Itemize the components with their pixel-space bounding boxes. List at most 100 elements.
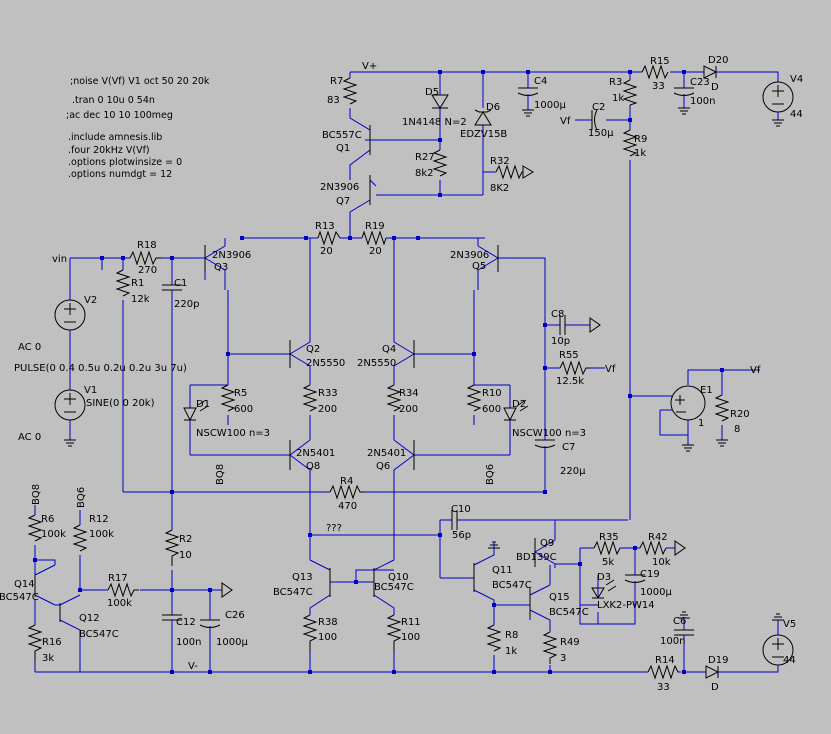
capacitor-c23[interactable] bbox=[673, 87, 695, 115]
label-c19-value: 1000µ bbox=[640, 587, 672, 598]
label-q11-value: BC547C bbox=[492, 580, 532, 591]
diode-d3[interactable] bbox=[591, 575, 617, 599]
label-q5-name: Q5 bbox=[472, 261, 486, 272]
label-r15-value: 33 bbox=[652, 81, 665, 92]
capacitor-c8[interactable] bbox=[559, 315, 601, 335]
resistor-r38[interactable] bbox=[302, 614, 318, 652]
resistor-r34[interactable] bbox=[386, 384, 402, 412]
capacitor-c26[interactable] bbox=[199, 619, 221, 640]
resistor-r7[interactable] bbox=[342, 77, 358, 105]
transistor-q1[interactable] bbox=[365, 125, 375, 155]
label-q3-name: Q3 bbox=[214, 262, 228, 273]
label-q7-name: Q7 bbox=[336, 196, 350, 207]
resistor-r33[interactable] bbox=[302, 384, 318, 412]
resistor-r42[interactable] bbox=[639, 540, 667, 556]
source-v2[interactable] bbox=[54, 299, 86, 331]
label-c4-value: 1000µ bbox=[534, 100, 566, 111]
resistor-r55[interactable] bbox=[559, 360, 590, 376]
source-v4[interactable] bbox=[762, 81, 794, 127]
source-annotations: AC 0 PULSE(0 0.4 0.5u 0.2u 0.2u 3u 7u) S… bbox=[14, 342, 187, 443]
diode-d6[interactable] bbox=[474, 109, 492, 126]
label-r7-value: 83 bbox=[327, 95, 340, 106]
voltage-sources bbox=[54, 81, 794, 666]
capacitor-c7[interactable] bbox=[534, 439, 556, 470]
resistor-r5[interactable] bbox=[220, 384, 236, 412]
resistor-r19[interactable] bbox=[361, 230, 387, 246]
label-q10-name: Q10 bbox=[388, 572, 409, 583]
label-d2-name: D2 bbox=[512, 399, 526, 410]
resistor-r32[interactable] bbox=[495, 164, 523, 180]
resistor-r10[interactable] bbox=[466, 384, 482, 412]
label-r6-name: R6 bbox=[41, 514, 54, 525]
capacitor-c4[interactable] bbox=[517, 87, 539, 117]
capacitor-c6[interactable] bbox=[674, 629, 694, 660]
resistor-r6[interactable] bbox=[27, 514, 43, 542]
resistor-r1[interactable] bbox=[115, 269, 131, 297]
label-r18-name: R18 bbox=[137, 240, 157, 251]
diode-d1[interactable] bbox=[183, 399, 209, 422]
resistor-r15[interactable] bbox=[641, 64, 669, 80]
label-r3-value: 1k bbox=[612, 93, 624, 104]
directive-include: .include amnesis.lib bbox=[68, 132, 162, 143]
label-r49-name: R49 bbox=[560, 637, 580, 648]
diode-d2[interactable] bbox=[503, 399, 529, 422]
capacitor-c1[interactable] bbox=[162, 284, 182, 300]
capacitor-c12[interactable] bbox=[162, 614, 182, 645]
component-labels: R7 83 D5 1N4148 N=2 D6 EDZV15B C4 1000µ … bbox=[0, 55, 803, 693]
source-v1[interactable] bbox=[54, 389, 86, 421]
label-v5-value: 44 bbox=[783, 655, 796, 666]
capacitor-c19[interactable] bbox=[624, 574, 646, 595]
resistor-r16[interactable] bbox=[27, 624, 43, 662]
label-r19-value: 20 bbox=[369, 246, 382, 257]
diode-d20[interactable] bbox=[703, 65, 722, 79]
diode-d19[interactable] bbox=[705, 665, 722, 679]
resistor-r4[interactable] bbox=[329, 484, 366, 500]
label-r32-value: 8K2 bbox=[490, 183, 509, 194]
resistor-r3[interactable] bbox=[622, 79, 638, 106]
directive-noise: ;noise V(Vf) V1 oct 50 20 20k bbox=[70, 76, 210, 87]
resistor-r20[interactable] bbox=[714, 394, 730, 422]
label-q4-value: 2N5550 bbox=[357, 358, 396, 369]
resistor-r11[interactable] bbox=[386, 614, 402, 652]
source-e1[interactable] bbox=[670, 385, 706, 421]
resistor-r27[interactable] bbox=[432, 149, 448, 177]
resistor-r8[interactable] bbox=[486, 624, 502, 652]
label-r20-name: R20 bbox=[730, 409, 750, 420]
source-v5[interactable] bbox=[762, 613, 794, 666]
label-c26-value: 1000µ bbox=[216, 637, 248, 648]
label-c10-name: C10 bbox=[451, 504, 471, 515]
label-d6-value: EDZV15B bbox=[460, 129, 507, 140]
resistor-r9[interactable] bbox=[622, 129, 638, 157]
junction-dots bbox=[33, 70, 724, 674]
label-r2-value: 10 bbox=[179, 550, 192, 561]
label-c2-name: C2 bbox=[592, 102, 605, 113]
capacitor-c10[interactable] bbox=[451, 510, 468, 530]
resistor-r2[interactable] bbox=[164, 529, 180, 566]
resistor-r35[interactable] bbox=[593, 540, 621, 556]
resistor-r49[interactable] bbox=[542, 631, 558, 664]
resistor-r17[interactable] bbox=[107, 582, 139, 598]
label-r35-value: 5k bbox=[602, 557, 614, 568]
label-q8-value: 2N5401 bbox=[296, 448, 335, 459]
label-q5-value: 2N3906 bbox=[450, 250, 489, 261]
label-r11-value: 100 bbox=[401, 632, 420, 643]
label-d5-value: 1N4148 N=2 bbox=[402, 117, 467, 128]
label-r10-value: 600 bbox=[482, 404, 501, 415]
resistor-r18[interactable] bbox=[129, 250, 162, 266]
capacitor-c2[interactable] bbox=[591, 109, 598, 131]
label-q10-value: BC547C bbox=[374, 582, 414, 593]
resistor-r12[interactable] bbox=[72, 524, 88, 552]
label-r33-name: R33 bbox=[318, 388, 338, 399]
resistor-r14[interactable] bbox=[647, 664, 681, 680]
label-r9-name: R9 bbox=[634, 134, 647, 145]
net-vf-e1: Vf bbox=[750, 365, 761, 376]
label-r16-value: 3k bbox=[42, 653, 54, 664]
label-c1-name: C1 bbox=[174, 278, 187, 289]
resistors bbox=[27, 64, 730, 680]
net-vminus: V- bbox=[188, 661, 198, 672]
label-r12-value: 100k bbox=[89, 529, 114, 540]
diode-d5[interactable] bbox=[431, 85, 449, 109]
resistor-r13[interactable] bbox=[317, 230, 341, 246]
label-q12-name: Q12 bbox=[79, 613, 100, 624]
label-q8-name: Q8 bbox=[306, 461, 320, 472]
